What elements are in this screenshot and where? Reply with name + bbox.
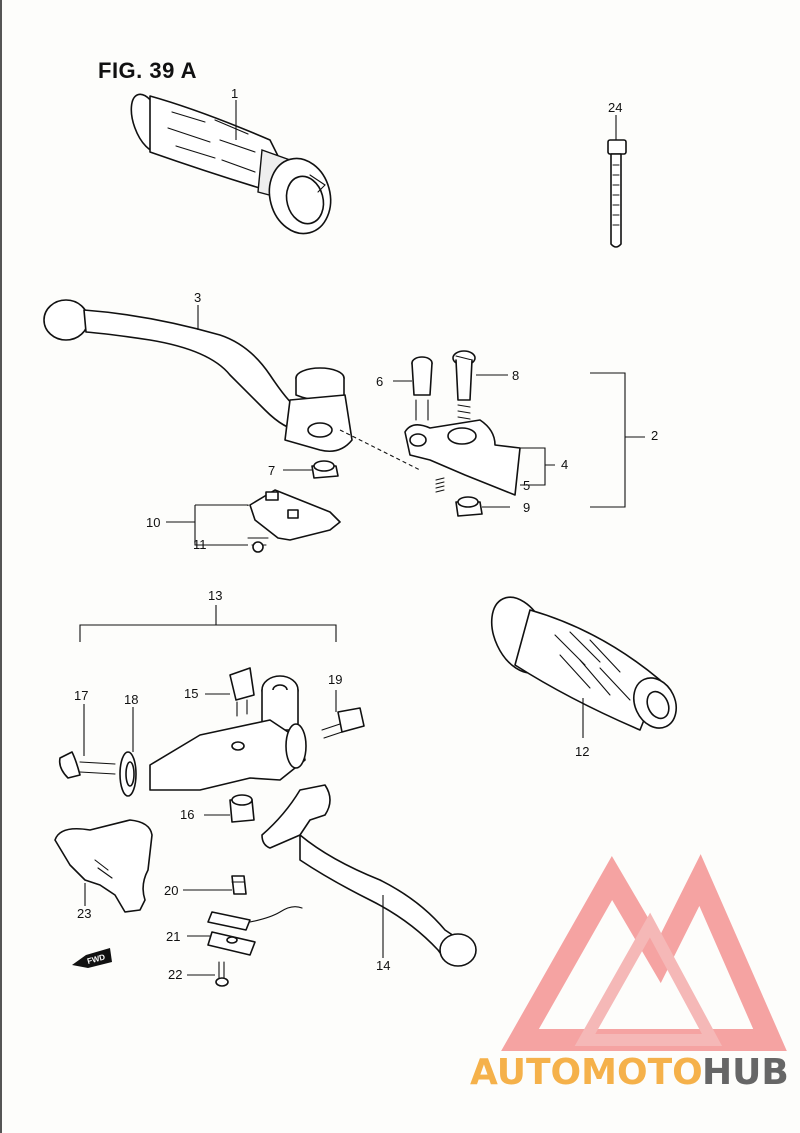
part-label-1: 1: [231, 86, 238, 101]
bolt-part-19: [321, 707, 365, 739]
part-label-15: 15: [184, 686, 198, 701]
part-label-20: 20: [164, 883, 178, 898]
grip-right-part: [490, 596, 677, 731]
part-label-19: 19: [328, 672, 342, 687]
part-label-11: 11: [193, 537, 207, 552]
part-label-17: 17: [74, 688, 88, 703]
screw-part-22: [215, 961, 229, 987]
nut-part-9: [455, 496, 483, 517]
brake-lever-part: [43, 299, 301, 431]
part-label-9: 9: [523, 500, 530, 515]
figure-title: FIG. 39 A: [98, 58, 198, 83]
grip-left-part: [130, 93, 332, 235]
switch-plate-part: [207, 906, 303, 956]
screw-part: [452, 350, 476, 420]
part-label-23: 23: [77, 906, 91, 921]
boot-part: [54, 819, 153, 913]
part-label-18: 18: [124, 692, 138, 707]
part-label-14: 14: [376, 958, 390, 973]
spring-part: [435, 477, 445, 493]
watermark-part1: AUTOMOTO: [470, 1052, 703, 1093]
switch-pin-part: [231, 875, 247, 895]
locknut-part: [119, 751, 137, 797]
part-label-16: 16: [180, 807, 194, 822]
nut-part-16: [229, 794, 255, 823]
master-cylinder-part: [284, 367, 421, 471]
clutch-lever-part: [261, 784, 477, 967]
part-label-3: 3: [194, 290, 201, 305]
part-label-24: 24: [608, 100, 622, 115]
watermark-logo: [501, 854, 787, 1051]
nut-part-7: [311, 460, 339, 479]
part-label-21: 21: [166, 929, 180, 944]
part-label-22: 22: [168, 967, 182, 982]
fwd-arrow-icon: FWD: [72, 948, 112, 968]
part-label-7: 7: [268, 463, 275, 478]
part-number-labels: 1 2 3 4 5 6 7 8 9 10 11 12 13 14 15 16 1…: [74, 86, 658, 982]
part-label-8: 8: [512, 368, 519, 383]
part-label-2: 2: [651, 428, 658, 443]
pivot-bolt-part: [411, 356, 433, 421]
adjuster-part: [58, 751, 116, 779]
part-label-4: 4: [561, 457, 568, 472]
bolt-part-15: [229, 667, 255, 717]
watermark-text: AUTOMOTO HUB: [470, 1052, 789, 1093]
switch-part: [247, 489, 341, 553]
part-label-12: 12: [575, 744, 589, 759]
bracket-part: [404, 419, 521, 496]
leader-lines: [79, 100, 645, 976]
part-label-10: 10: [146, 515, 160, 530]
lever-bracket-part: [149, 675, 307, 791]
part-label-13: 13: [208, 588, 222, 603]
part-label-6: 6: [376, 374, 383, 389]
part-label-5: 5: [523, 478, 530, 493]
cable-tie-part: [607, 139, 627, 248]
watermark-part2: HUB: [702, 1052, 789, 1093]
page-border: [0, 0, 2, 1133]
